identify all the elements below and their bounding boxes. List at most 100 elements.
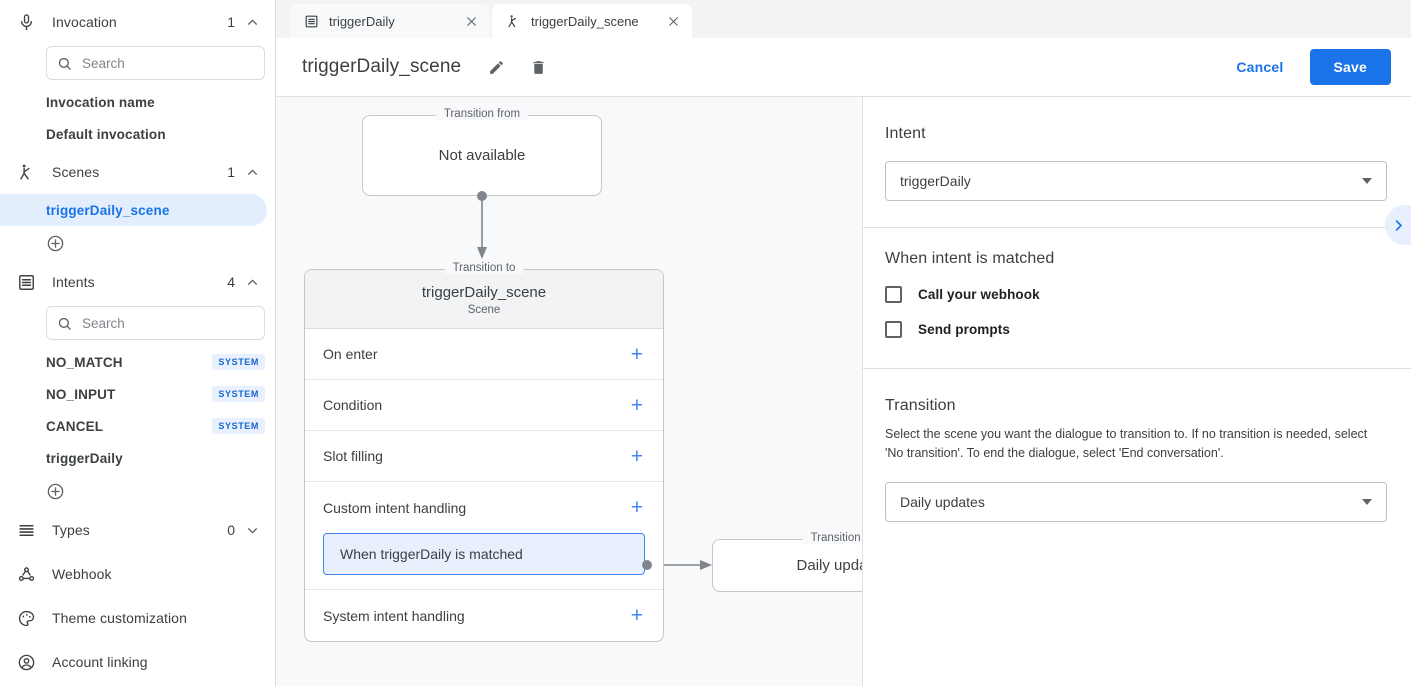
add-icon[interactable]: + [630, 342, 643, 366]
checkbox-send-prompts[interactable]: Send prompts [885, 321, 1387, 338]
transition-from-value: Not available [438, 147, 526, 164]
sidebar-section-scenes[interactable]: Scenes 1 [0, 150, 275, 194]
sidebar-section-label: Intents [52, 274, 95, 290]
scene-flow-icon [14, 160, 38, 184]
sidebar-item-no-match[interactable]: NO_MATCH SYSTEM [0, 346, 275, 378]
sidebar-item-webhook[interactable]: Webhook [0, 552, 275, 596]
palette-icon [14, 606, 38, 630]
add-circle-icon[interactable] [46, 234, 65, 253]
scene-row-on-enter[interactable]: On enter + [305, 329, 663, 380]
checkbox-icon[interactable] [885, 286, 902, 303]
scene-node[interactable]: Transition to triggerDaily_scene Scene O… [304, 262, 664, 642]
scene-row-slot-filling[interactable]: Slot filling + [305, 431, 663, 482]
sidebar-item-invocation-name[interactable]: Invocation name [0, 86, 275, 118]
main-area: triggerDaily triggerDaily_scene triggerD… [276, 0, 1411, 686]
sidebar-item-label: Webhook [52, 566, 112, 582]
account-circle-icon [14, 650, 38, 674]
sidebar-item-account-linking[interactable]: Account linking [0, 640, 275, 684]
scene-graph-canvas[interactable]: Transition from Not available Transition… [276, 97, 862, 686]
scene-node-name: triggerDaily_scene [421, 284, 547, 301]
intents-search[interactable] [46, 306, 265, 340]
sidebar-section-count: 1 [227, 14, 235, 30]
sidebar: Invocation 1 Invocation name Default inv… [0, 0, 276, 686]
status-badge: SYSTEM [212, 418, 265, 434]
sidebar-item-label: NO_INPUT [46, 386, 116, 402]
chevron-down-icon[interactable] [245, 523, 259, 537]
scene-row-condition[interactable]: Condition + [305, 380, 663, 431]
scene-row-label: Condition [323, 397, 383, 413]
transition-from-node[interactable]: Transition from Not available [362, 108, 602, 196]
sidebar-item-label: Default invocation [46, 126, 166, 142]
add-icon[interactable]: + [630, 393, 643, 417]
scene-row-system-intent-handling[interactable]: System intent handling + [305, 590, 663, 641]
checkbox-label: Send prompts [918, 322, 1010, 337]
checkbox-label: Call your webhook [918, 287, 1040, 302]
chevron-down-icon [1362, 178, 1372, 184]
panel-section-transition: Transition Select the scene you want the… [863, 369, 1411, 548]
sidebar-item-no-input[interactable]: NO_INPUT SYSTEM [0, 378, 275, 410]
panel-heading-when-matched: When intent is matched [885, 250, 1055, 267]
add-intent-row[interactable] [0, 474, 275, 508]
intent-handler-chip[interactable]: When triggerDaily is matched [323, 533, 645, 575]
webhook-nodes-icon [14, 562, 38, 586]
tab-triggerdaily[interactable]: triggerDaily [290, 4, 490, 38]
connector-dot [477, 191, 487, 201]
cancel-button[interactable]: Cancel [1222, 51, 1297, 83]
scene-node-header: triggerDaily_scene Scene [305, 270, 663, 329]
sidebar-item-label: Theme customization [52, 610, 187, 626]
scene-row-label: System intent handling [323, 607, 465, 624]
checkbox-call-your-webhook[interactable]: Call your webhook [885, 286, 1387, 303]
transition-target-node[interactable]: Transition to Daily updates [712, 532, 862, 592]
sidebar-section-count: 4 [227, 274, 235, 290]
scene-row-custom-intent-handling[interactable]: Custom intent handling + [305, 482, 663, 533]
sidebar-item-default-invocation[interactable]: Default invocation [0, 118, 275, 150]
add-icon[interactable]: + [630, 444, 643, 468]
panel-section-intent: Intent triggerDaily [863, 97, 1411, 228]
sidebar-item-label: Account linking [52, 654, 148, 670]
tab-label: triggerDaily [329, 13, 395, 29]
tab-label: triggerDaily_scene [531, 13, 639, 29]
types-lines-icon [14, 518, 38, 542]
scene-row-label: On enter [323, 346, 378, 362]
transition-select[interactable]: Daily updates [885, 481, 1387, 522]
node-legend: Transition to [444, 262, 524, 274]
sidebar-item-label: NO_MATCH [46, 354, 123, 370]
properties-panel: Intent triggerDaily When intent is match… [862, 97, 1411, 686]
sidebar-item-triggerdaily[interactable]: triggerDaily [0, 442, 275, 474]
invocation-search-input[interactable] [82, 55, 254, 71]
node-legend: Transition to [802, 532, 862, 544]
tab-triggerdaily-scene[interactable]: triggerDaily_scene [492, 4, 692, 38]
add-circle-icon[interactable] [46, 482, 65, 501]
sidebar-item-label: triggerDaily [46, 450, 123, 466]
pencil-icon[interactable] [485, 56, 507, 78]
add-icon[interactable]: + [630, 496, 643, 519]
sidebar-item-cancel[interactable]: CANCEL SYSTEM [0, 410, 275, 442]
close-icon[interactable] [460, 10, 482, 32]
microphone-icon [14, 10, 38, 34]
intent-select-value: triggerDaily [900, 173, 971, 189]
status-badge: SYSTEM [212, 354, 265, 370]
chevron-up-icon[interactable] [245, 165, 259, 179]
node-legend: Transition from [435, 108, 529, 120]
add-icon[interactable]: + [630, 604, 643, 627]
intents-list-icon [14, 270, 38, 294]
sidebar-section-intents[interactable]: Intents 4 [0, 260, 275, 304]
chevron-up-icon[interactable] [245, 275, 259, 289]
sidebar-section-invocation[interactable]: Invocation 1 [0, 0, 275, 44]
chevron-up-icon[interactable] [245, 15, 259, 29]
invocation-search[interactable] [46, 46, 265, 80]
sidebar-item-theme-customization[interactable]: Theme customization [0, 596, 275, 640]
checkbox-icon[interactable] [885, 321, 902, 338]
intents-search-input[interactable] [82, 315, 254, 331]
sidebar-section-types[interactable]: Types 0 [0, 508, 275, 552]
trash-icon[interactable] [527, 56, 549, 78]
chevron-right-icon[interactable] [1385, 205, 1411, 245]
sidebar-item-label: Invocation name [46, 94, 155, 110]
save-button[interactable]: Save [1309, 49, 1391, 85]
intent-select[interactable]: triggerDaily [885, 161, 1387, 201]
status-badge: SYSTEM [212, 386, 265, 402]
intent-icon [304, 14, 319, 29]
add-scene-row[interactable] [0, 226, 275, 260]
sidebar-item-triggerdaily-scene[interactable]: triggerDaily_scene [0, 194, 267, 226]
close-icon[interactable] [662, 10, 684, 32]
